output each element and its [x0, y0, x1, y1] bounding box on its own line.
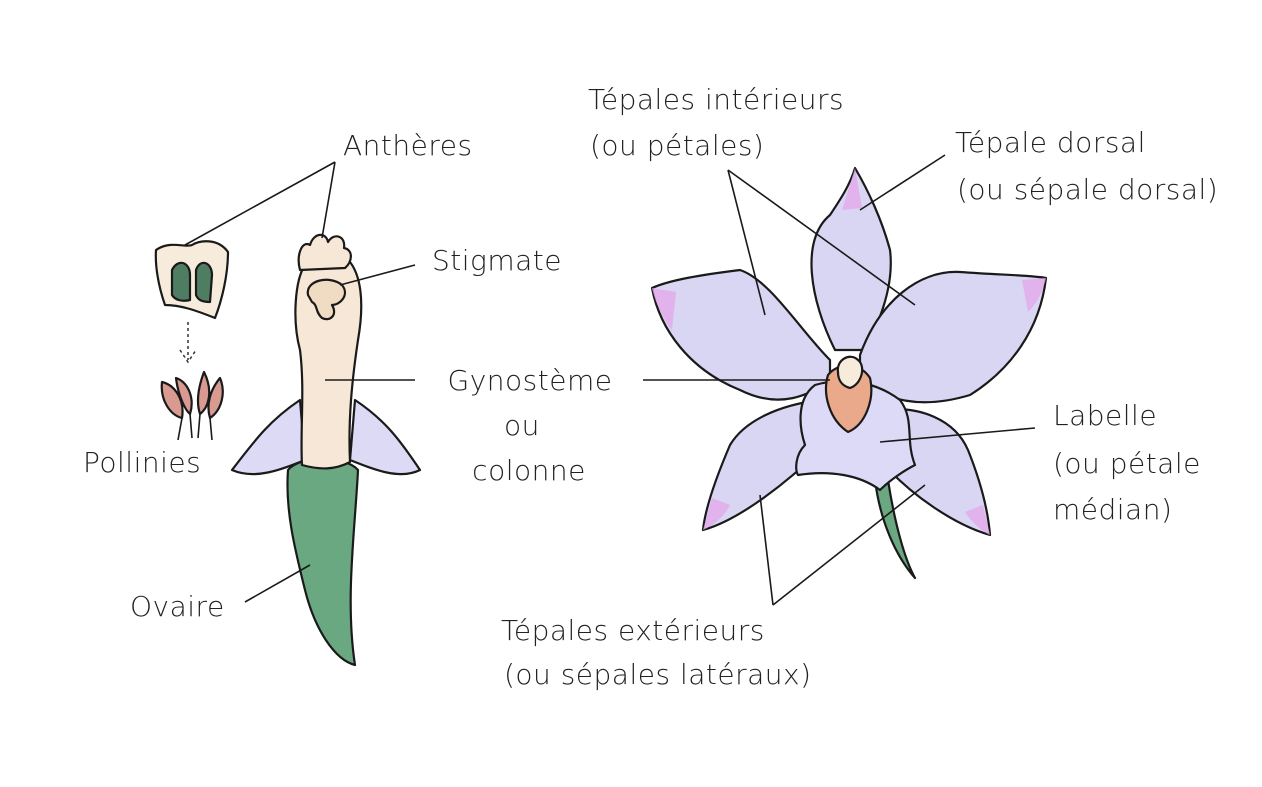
orchid-flower-illustration [650, 166, 1048, 580]
anther-pollinia-inside [170, 261, 214, 304]
label-ovaire: Ovaire [130, 590, 225, 623]
label-labelle: Labelle [1053, 399, 1157, 432]
label-ou-petales: (ou pétales) [590, 129, 764, 162]
stem [873, 478, 917, 580]
left-lateral-sepal [701, 398, 822, 532]
label-colonne: colonne [472, 454, 586, 487]
left-petal [650, 268, 832, 401]
pollinia-stalks [177, 413, 213, 441]
label-tepale-dorsal: Tépale dorsal [955, 126, 1146, 159]
label-antheres: Anthères [343, 129, 473, 162]
label-tepales-interieurs: Tépales intérieurs [588, 83, 844, 116]
ovary [286, 457, 360, 667]
label-ou-sepale-dorsal: (ou sépale dorsal) [957, 173, 1218, 206]
label-ou-sepales-lateraux: (ou sépales latéraux) [504, 658, 812, 691]
pollinia [160, 370, 224, 420]
label-tepales-exterieurs: Tépales extérieurs [501, 614, 765, 647]
leader-lines [184, 154, 1036, 606]
column-tip [836, 355, 864, 390]
stigma [306, 278, 347, 321]
anther-cap [154, 240, 230, 320]
label-stigmate: Stigmate [432, 244, 562, 277]
label-median: médian) [1053, 493, 1172, 526]
dotted-arrow [179, 322, 197, 364]
anther-tip [297, 233, 352, 272]
gynostemium-column [294, 253, 363, 470]
label-pollinies: Pollinies [83, 446, 201, 479]
label-gynosteme-ou: ou [504, 409, 540, 442]
column-illustration [154, 233, 422, 667]
right-petal [858, 270, 1048, 404]
label-ou-petale: (ou pétale [1053, 447, 1201, 480]
column-base-petal-fragments [230, 398, 422, 476]
labellum [795, 379, 917, 492]
label-gynosteme: Gynostème [448, 364, 613, 397]
